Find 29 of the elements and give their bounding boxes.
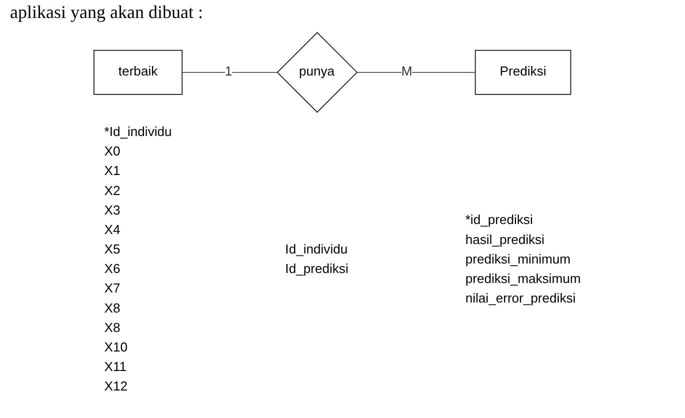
- node-label: X11: [104, 360, 127, 374]
- node-diamond: punya: [276, 32, 358, 113]
- node-label: X1: [104, 164, 120, 178]
- node-label: nilai_error_prediksi: [465, 292, 576, 306]
- node-label: Id_prediksi: [285, 262, 348, 276]
- node-box: terbaik: [94, 50, 183, 95]
- connector: [182, 72, 278, 73]
- node-label: hasil_prediksi: [465, 233, 544, 248]
- node-label: X7: [104, 282, 120, 296]
- edge-label: 1: [224, 65, 232, 79]
- node-label: Id_individu: [285, 242, 348, 257]
- node-label: X12: [104, 380, 128, 394]
- node-label: X5: [104, 242, 120, 257]
- connector: [356, 72, 476, 73]
- node-label: X4: [104, 223, 120, 238]
- node-label: X0: [104, 145, 120, 159]
- node-label: *Id_individu: [104, 125, 172, 140]
- edge-label: M: [401, 65, 412, 79]
- node-label: X10: [104, 340, 128, 355]
- node-label: X3: [104, 204, 120, 218]
- node-box: Prediksi: [474, 50, 572, 95]
- node-label: X6: [104, 262, 120, 276]
- node-label: *id_prediksi: [465, 214, 533, 228]
- node-label: X2: [104, 184, 120, 198]
- node-label: X8: [104, 321, 120, 336]
- heading-text: aplikasi yang akan dibuat :: [10, 2, 203, 23]
- node-label: prediksi_maksimum: [465, 272, 581, 286]
- node-label: X8: [104, 302, 120, 316]
- node-label: prediksi_minimum: [465, 252, 571, 267]
